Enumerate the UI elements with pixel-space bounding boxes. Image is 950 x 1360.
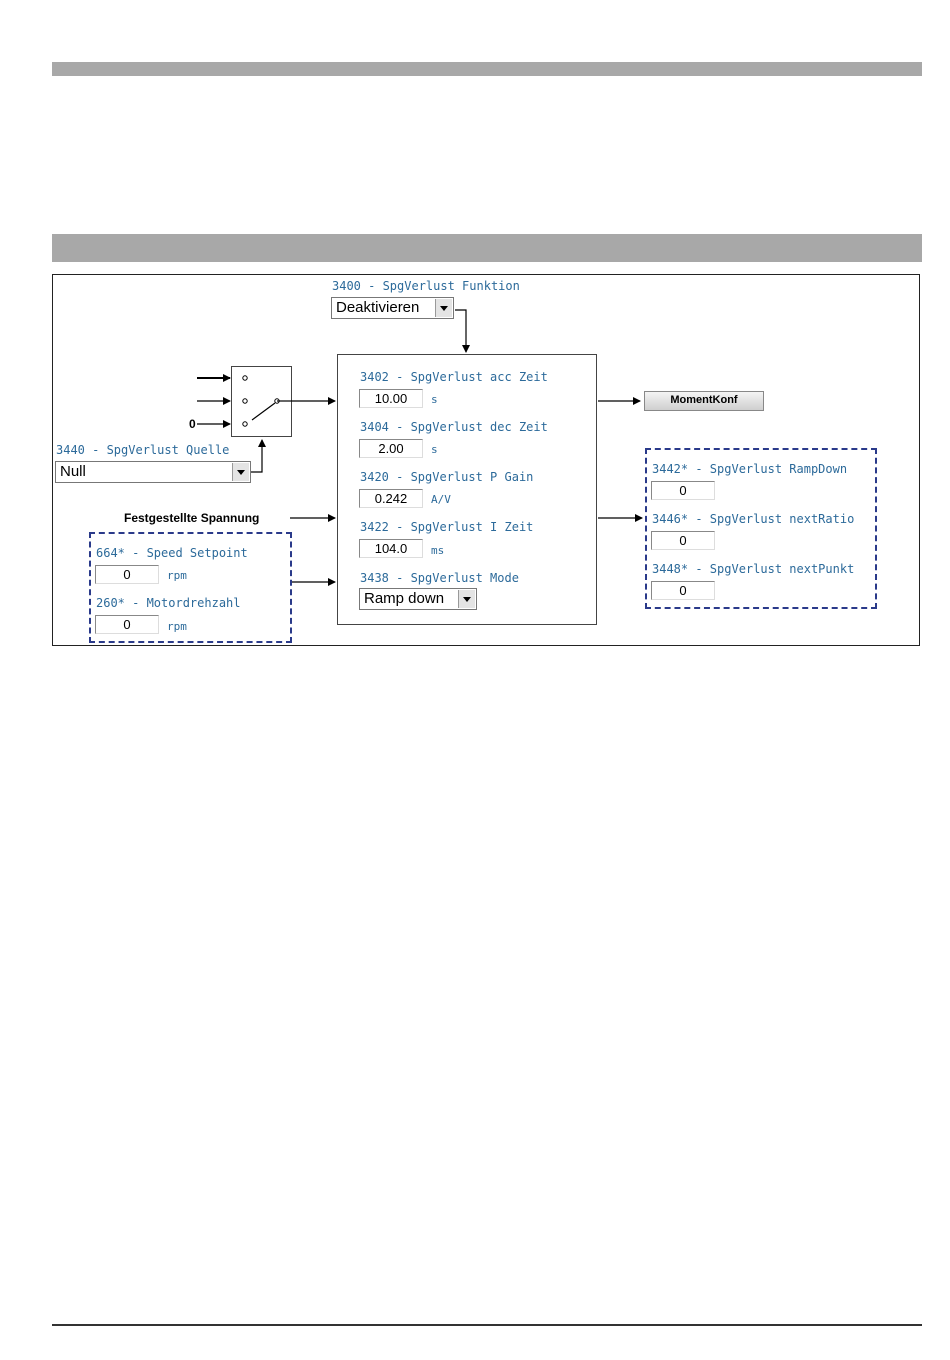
block-diagram-panel — [52, 274, 920, 646]
chevron-down-icon[interactable] — [232, 463, 249, 481]
rampdown-label: 3442* - SpgVerlust RampDown — [652, 462, 848, 476]
footer-rule — [52, 1324, 922, 1326]
quelle-select[interactable]: Null — [55, 461, 251, 483]
output-group — [645, 448, 877, 609]
mode-select-value: Ramp down — [364, 590, 445, 607]
acc-input[interactable]: 10.00 — [359, 389, 423, 408]
nextpunkt-input[interactable]: 0 — [651, 581, 715, 600]
speed-setpoint-input[interactable]: 0 — [95, 565, 159, 584]
switch-zero-label: 0 — [189, 417, 196, 431]
chevron-down-icon[interactable] — [435, 299, 452, 317]
spannung-label: Festgestellte Spannung — [124, 511, 260, 525]
nextratio-label: 3446* - SpgVerlust nextRatio — [652, 512, 855, 526]
mode-select[interactable]: Ramp down — [359, 588, 477, 610]
motordrehzahl-input[interactable]: 0 — [95, 615, 159, 634]
nextpunkt-label: 3448* - SpgVerlust nextPunkt — [652, 562, 855, 576]
dec-input[interactable]: 2.00 — [359, 439, 423, 458]
speed-group — [89, 532, 292, 643]
mode-label: 3438 - SpgVerlust Mode — [360, 571, 519, 585]
motordrehzahl-unit: rpm — [167, 620, 187, 633]
quelle-select-value: Null — [60, 463, 86, 480]
quelle-label: 3440 - SpgVerlust Quelle — [56, 443, 230, 457]
izeit-input[interactable]: 104.0 — [359, 539, 423, 558]
izeit-label: 3422 - SpgVerlust I Zeit — [360, 520, 534, 534]
func-label: 3400 - SpgVerlust Funktion — [332, 279, 520, 293]
chevron-down-icon[interactable] — [458, 590, 475, 608]
pgain-input[interactable]: 0.242 — [359, 489, 423, 508]
speed-setpoint-unit: rpm — [167, 569, 187, 582]
top-header-bar — [52, 62, 922, 76]
speed-setpoint-label: 664* - Speed Setpoint — [96, 546, 248, 560]
dec-label: 3404 - SpgVerlust dec Zeit — [360, 420, 548, 434]
pgain-label: 3420 - SpgVerlust P Gain — [360, 470, 534, 484]
dec-unit: s — [431, 443, 438, 456]
izeit-unit: ms — [431, 544, 445, 557]
func-select-value: Deaktivieren — [336, 299, 420, 316]
nextratio-input[interactable]: 0 — [651, 531, 715, 550]
moment-konf-button[interactable]: MomentKonf — [644, 391, 764, 411]
section-header-bar — [52, 234, 922, 262]
pgain-unit: A/V — [431, 493, 451, 506]
func-select[interactable]: Deaktivieren — [331, 297, 454, 319]
acc-unit: s — [431, 393, 438, 406]
acc-label: 3402 - SpgVerlust acc Zeit — [360, 370, 548, 384]
rampdown-input[interactable]: 0 — [651, 481, 715, 500]
motordrehzahl-label: 260* - Motordrehzahl — [96, 596, 241, 610]
